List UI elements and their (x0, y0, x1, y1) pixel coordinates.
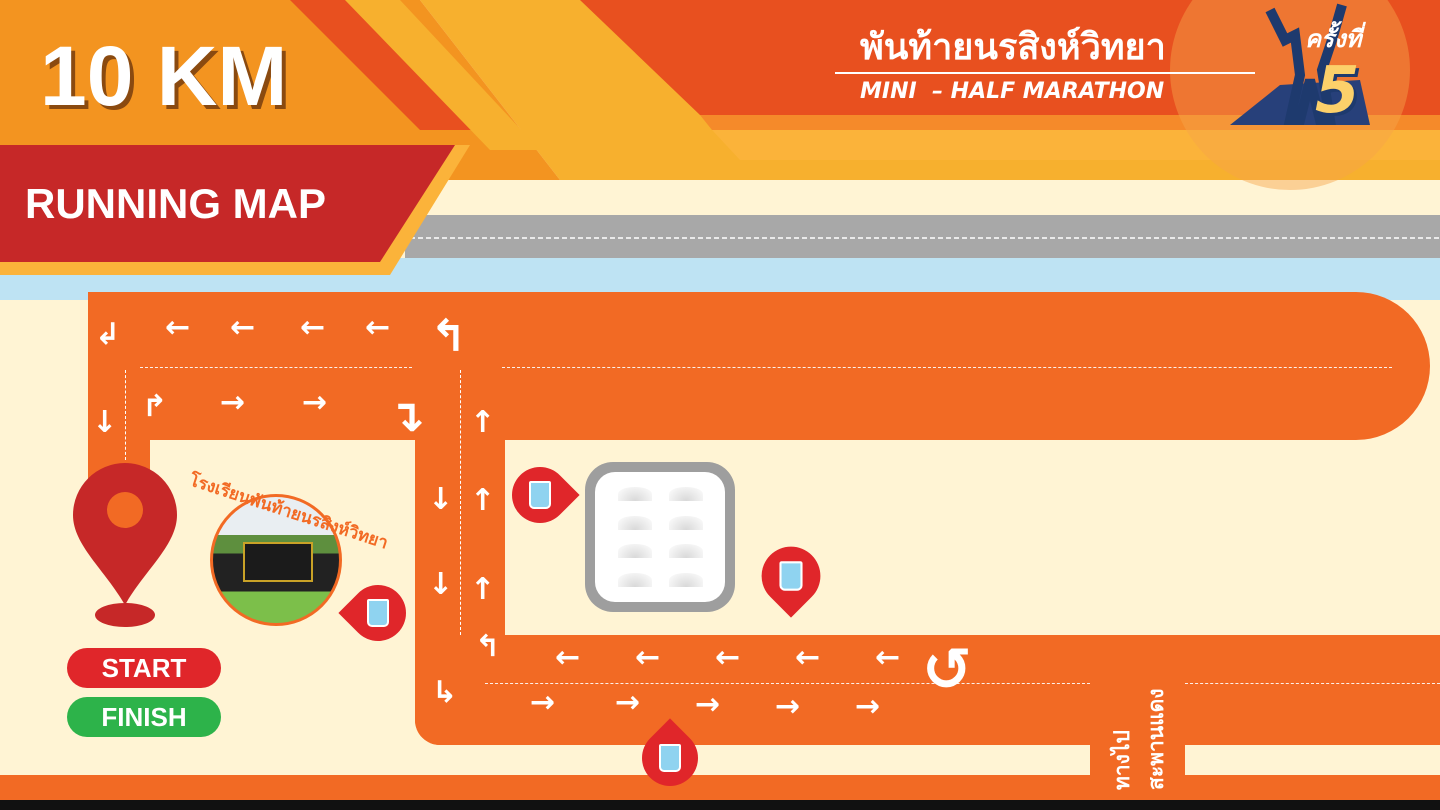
direction-label-line2: สะพานแดง (1144, 688, 1168, 790)
start-label: START (67, 648, 221, 688)
arrow-uturn-icon: ↰ (430, 311, 467, 362)
runner-icon (1265, 3, 1347, 125)
arrow-up-icon: ↑ (470, 483, 496, 518)
event-logo: พันท้ายนรสิงห์วิทยา MINI – HALF MARATHON… (835, 25, 1435, 130)
school-photo (210, 494, 342, 626)
arrow-right-icon: → (220, 385, 246, 420)
ice-icon (668, 572, 703, 587)
arrow-turn-up-icon: ↰ (475, 629, 501, 664)
arrow-turn-down-icon: ↴ (388, 391, 425, 442)
ice-icon (668, 515, 703, 530)
ice-icon (668, 544, 703, 559)
logo-edition-label: ครั้งที่ (1305, 25, 1362, 53)
arrow-left-icon: ← (715, 640, 741, 675)
arrow-left-icon: ← (230, 310, 256, 345)
arrow-right-icon: → (695, 687, 721, 722)
road-left (88, 292, 150, 482)
arrow-left-icon: ← (300, 310, 326, 345)
arrow-left-icon: ← (875, 640, 901, 675)
distance-title: 10 KM (40, 29, 288, 123)
road-bottom (415, 635, 1440, 745)
header-banner (0, 0, 1440, 300)
arrow-right-icon: → (615, 685, 641, 720)
water-station-icon (749, 534, 833, 618)
arrow-left-icon: ← (365, 310, 391, 345)
arrow-up-icon: ↑ (470, 572, 496, 607)
arrow-turn-down-icon: ↲ (95, 317, 121, 352)
arrow-down-icon: ↓ (428, 567, 454, 602)
finish-label: FINISH (67, 697, 221, 737)
start-location-pin-icon (73, 463, 177, 627)
water-station-icon (500, 455, 580, 535)
running-map-title: RUNNING MAP (25, 180, 326, 227)
arrow-down-icon: ↓ (92, 405, 118, 440)
arrow-uturn-icon: ↺ (922, 635, 973, 705)
ice-icon (617, 515, 652, 530)
arrow-left-icon: ← (635, 640, 661, 675)
arrow-left-icon: ← (555, 640, 581, 675)
direction-label-line1: ทางไป (1110, 730, 1134, 790)
ice-icon (617, 572, 652, 587)
bottom-strip (0, 775, 1440, 800)
logo-event-name: MINI – HALF MARATHON (860, 79, 1165, 104)
ice-icon (617, 544, 652, 559)
arrow-up-icon: ↑ (470, 405, 496, 440)
road-to-saphan-daeng (1090, 635, 1185, 780)
arrow-right-icon: → (530, 685, 556, 720)
arrow-right-icon: → (855, 689, 881, 724)
arrow-turn-right-icon: ↱ (142, 389, 168, 424)
logo-thai-title: พันท้ายนรสิงห์วิทยา (860, 27, 1166, 68)
arrow-turn-right-icon: ↳ (432, 675, 458, 710)
arrow-left-icon: ← (795, 640, 821, 675)
arrow-right-icon: → (775, 689, 801, 724)
arrow-left-icon: ← (165, 310, 191, 345)
logo-edition-number: 5 (1315, 54, 1360, 128)
water-station-icon (338, 573, 418, 653)
ice-icon (668, 487, 703, 502)
ice-station (585, 462, 735, 612)
ice-icon (617, 487, 652, 502)
road-top (88, 292, 1430, 440)
direction-label: ทางไป สะพานแดง (1105, 645, 1173, 790)
arrow-right-icon: → (302, 385, 328, 420)
arrow-down-icon: ↓ (428, 482, 454, 517)
